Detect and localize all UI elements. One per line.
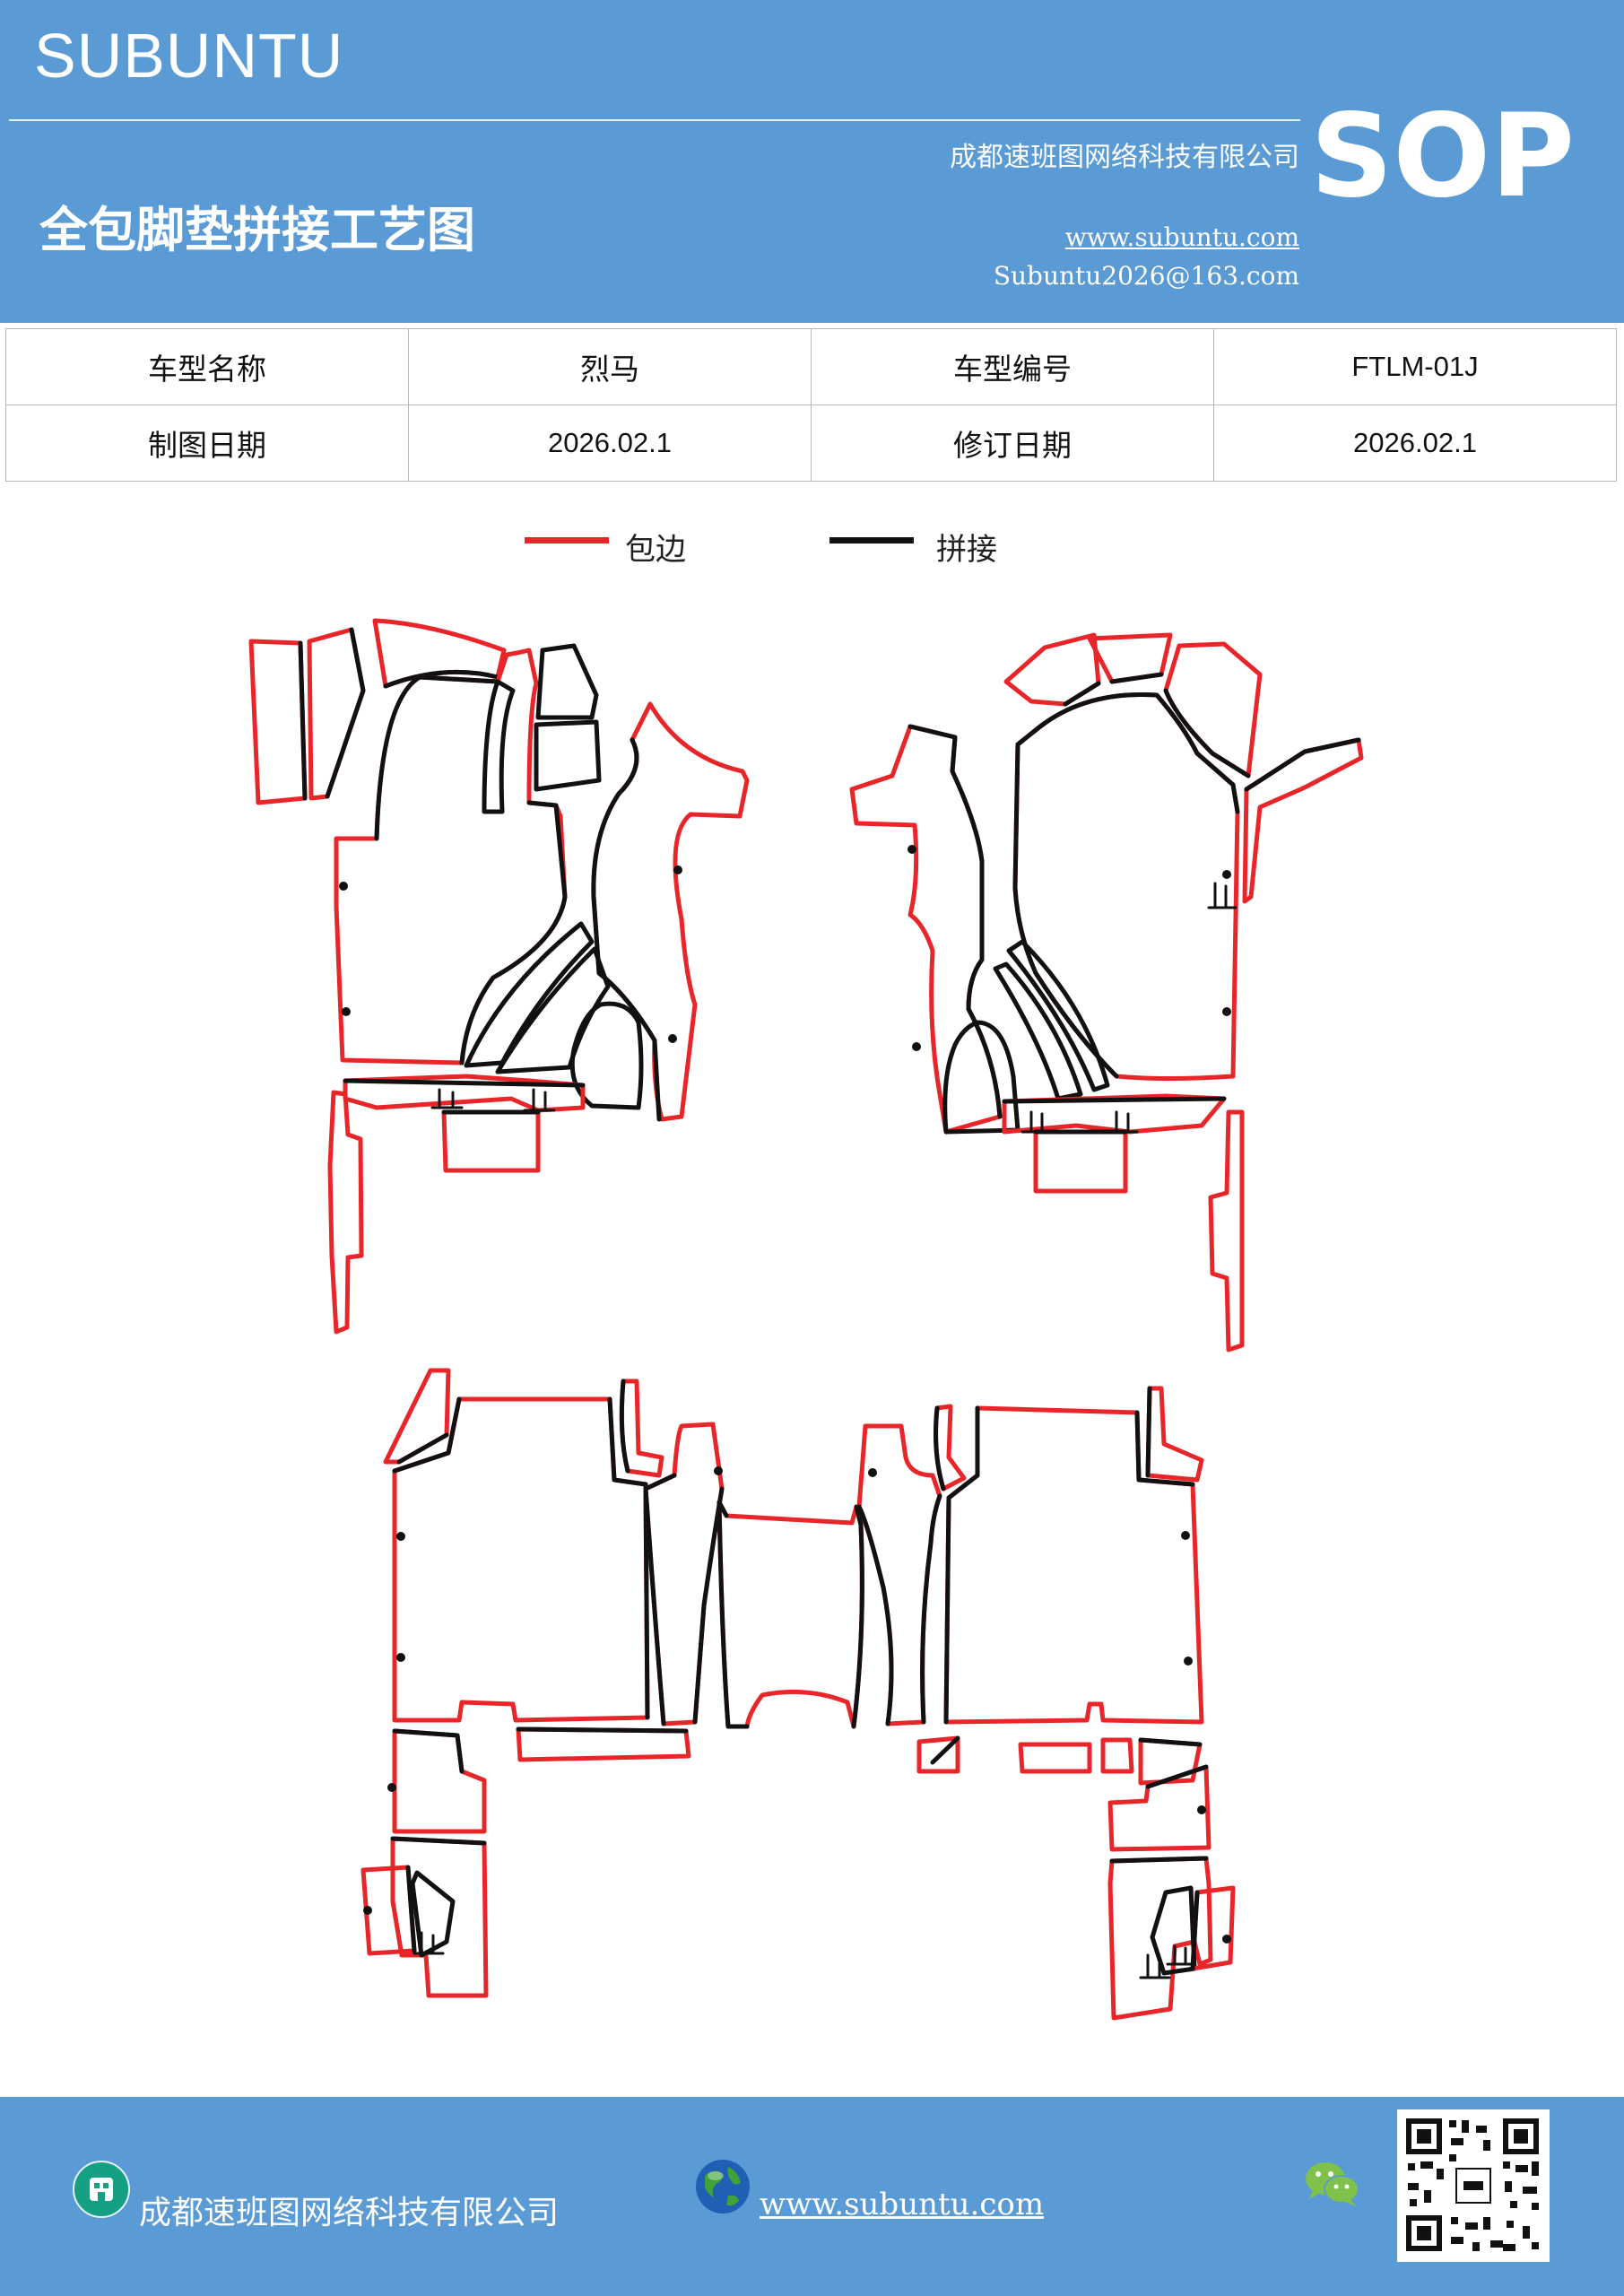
legend: 包边 拼接 [0,525,1624,578]
qr-code [1397,2109,1550,2262]
legend-edge-swatch [525,537,609,544]
revision-date-value: 2026.02.1 [1213,404,1617,482]
draw-date-label: 制图日期 [5,404,409,482]
page-header: SUBUNTU 成都速班图网络科技有限公司 全包脚垫拼接工艺图 www.subu… [0,0,1624,323]
page-footer: 成都速班图网络科技有限公司 www.subuntu.com [0,2097,1624,2296]
revision-date-label: 修订日期 [811,404,1214,482]
model-name-label: 车型名称 [5,328,409,405]
table-row: 车型名称 烈马 车型编号 FTLM-01J [5,328,1617,405]
legend-seam-swatch [829,537,914,544]
footer-company-name: 成都速班图网络科技有限公司 [139,2195,560,2231]
page-title: 全包脚垫拼接工艺图 [39,201,475,258]
mat-front-right [849,632,1364,1352]
mat-rear-right [856,1386,1236,2021]
wechat-icon [1306,2162,1359,2206]
mat-front-left [248,618,750,1335]
table-row: 制图日期 2026.02.1 修订日期 2026.02.1 [5,404,1617,482]
website-link[interactable]: www.subuntu.com [1064,222,1299,252]
model-name-value: 烈马 [408,328,812,405]
brand-name: SUBUNTU [34,21,344,91]
company-name: 成都速班图网络科技有限公司 [950,142,1299,173]
legend-seam-label: 拼接 [936,532,997,568]
model-code-value: FTLM-01J [1213,328,1617,405]
footer-website-link[interactable]: www.subuntu.com [760,2187,1045,2222]
mat-rear-left [360,1368,864,1998]
building-icon [73,2161,130,2218]
header-divider [9,119,1300,121]
globe-icon [696,2160,750,2213]
model-code-label: 车型编号 [811,328,1214,405]
draw-date-value: 2026.02.1 [408,404,812,482]
legend-edge-label: 包边 [625,532,686,568]
info-table: 车型名称 烈马 车型编号 FTLM-01J 制图日期 2026.02.1 修订日… [5,328,1617,482]
email-address: Subuntu2026@163.com [993,261,1299,291]
sop-badge: SOP [1310,90,1575,223]
